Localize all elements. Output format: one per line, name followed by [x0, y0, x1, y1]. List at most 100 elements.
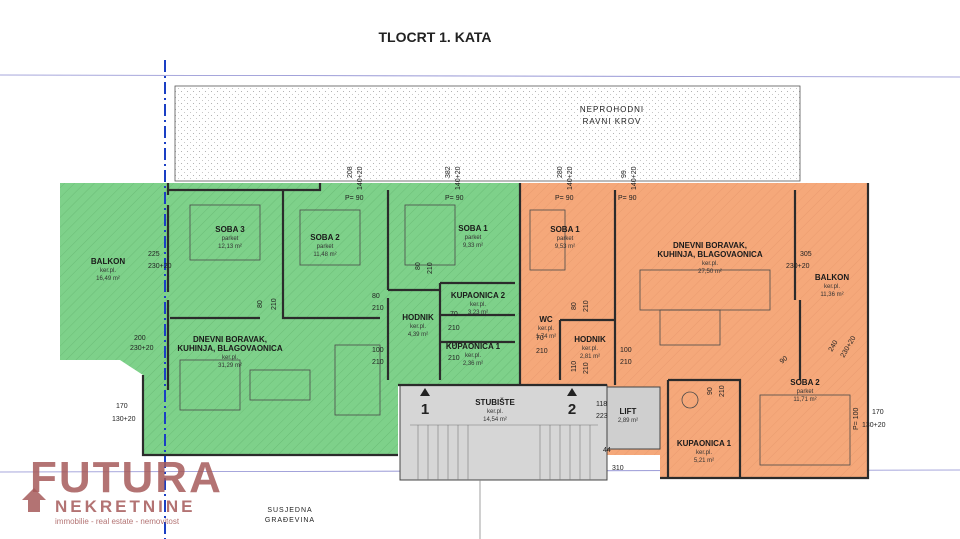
left-kupaonica2-floor: ker.pl.	[470, 302, 486, 308]
left-hodnik-label: HODNIK ker.pl. 4,39 m²	[402, 313, 434, 338]
right-dnevni-floor: ker.pl.	[702, 261, 718, 267]
dim-90-2: 90	[707, 387, 714, 395]
dim-210-7: 210	[536, 348, 548, 355]
right-dnevni-area: 27,50 m²	[698, 269, 722, 275]
dim-200: 200	[134, 335, 146, 342]
lift-area	[606, 386, 661, 450]
dim-305: 305	[800, 251, 812, 258]
dim-208: 208	[347, 166, 354, 178]
dim-225: 225	[148, 251, 160, 258]
dim-210-11: 210	[719, 385, 726, 397]
right-soba1-floor: parket	[557, 236, 574, 242]
dim-70-2: 70	[448, 341, 456, 348]
dim-100-2: 100	[620, 347, 632, 354]
dim-70-1: 70	[450, 311, 458, 318]
left-kupaonica2-name: KUPAONICA 2	[451, 291, 506, 300]
dim-118: 118	[596, 401, 607, 408]
dim-80-3: 80	[415, 262, 422, 270]
dim-p90-1: P= 90	[345, 195, 364, 202]
stair-steps	[410, 424, 598, 480]
right-soba2-label: SOBA 2 parket 11,71 m²	[790, 378, 820, 403]
left-kupaonica1-label: KUPAONICA 1 ker.pl. 2,36 m²	[446, 342, 501, 367]
right-kupaonica1-name: KUPAONICA 1	[677, 439, 732, 448]
dim-230-3: 230+20	[786, 263, 810, 270]
dim-90-1: 90	[779, 355, 790, 365]
left-kupaonica1-area: 2,36 m²	[463, 361, 483, 367]
dim-99: 99	[621, 170, 628, 178]
neighbor-label-2: GRAĐEVINA	[265, 517, 315, 524]
site-line-top	[0, 74, 960, 78]
left-soba2-area: 11,48 m²	[313, 252, 336, 258]
roof-label-2: RAVNI KROV	[583, 117, 642, 126]
right-balkon-floor: ker.pl.	[824, 284, 840, 290]
left-hodnik-name: HODNIK	[402, 313, 434, 322]
plan-title: TLOCRT 1. KATA	[378, 29, 491, 45]
right-kupaonica1-label: KUPAONICA 1 ker.pl. 5,21 m²	[677, 439, 732, 464]
dim-p90-2: P= 90	[445, 195, 464, 202]
dim-240: 240	[828, 339, 840, 353]
company-logo: FUTURA NEKRETNINE immobilie - real estat…	[22, 453, 221, 526]
walls	[141, 183, 870, 480]
left-balkon-floor: ker.pl.	[100, 268, 116, 274]
dim-223: 223	[596, 413, 608, 420]
left-hodnik-floor: ker.pl.	[410, 324, 426, 330]
right-soba1-name: SOBA 1	[550, 225, 580, 234]
right-soba2-floor: parket	[797, 389, 814, 395]
left-dnevni-floor: ker.pl.	[222, 355, 238, 361]
lift-name: LIFT	[620, 407, 637, 416]
left-soba1-label: SOBA 1 parket 9,33 m²	[458, 224, 488, 249]
left-kupaonica2-area: 3,23 m²	[468, 310, 488, 316]
left-dnevni-line1: DNEVNI BORAVAK,	[193, 335, 267, 344]
left-dnevni-label: DNEVNI BORAVAK, KUHINJA, BLAGOVAONICA ke…	[177, 335, 282, 369]
dim-70-3: 70	[536, 335, 544, 342]
stubiste-floor: ker.pl.	[487, 409, 503, 415]
marker-2-arrow	[567, 388, 577, 396]
dim-310: 310	[612, 465, 624, 472]
right-hodnik-floor: ker.pl.	[582, 346, 598, 352]
right-wc-name: WC	[539, 315, 553, 324]
furniture	[179, 204, 851, 466]
right-kupaonica1-floor: ker.pl.	[696, 450, 712, 456]
right-balkon-area: 11,36 m²	[820, 292, 843, 298]
marker-2: 2	[568, 401, 576, 418]
logo-sub: NEKRETNINE	[55, 497, 196, 516]
dim-140-3: 140+20	[567, 166, 574, 190]
dim-210-6: 210	[372, 359, 384, 366]
dim-210-2: 210	[372, 305, 384, 312]
dim-110: 110	[571, 361, 578, 372]
left-soba3-area: 12,13 m²	[218, 244, 242, 250]
left-soba1-area: 9,33 m²	[463, 243, 483, 249]
dim-210-5: 210	[448, 355, 460, 362]
dim-80-1: 80	[257, 300, 264, 308]
stubiste-label: STUBIŠTE ker.pl. 14,54 m²	[475, 398, 515, 423]
dim-p100: P= 100	[853, 408, 860, 430]
dim-140-2: 140+20	[455, 166, 462, 190]
left-soba2-name: SOBA 2	[310, 233, 340, 242]
marker-1-arrow	[420, 388, 430, 396]
right-soba2-area: 11,71 m²	[793, 397, 816, 403]
dim-230-2: 230+20	[130, 345, 154, 352]
right-soba1-area: 9,53 m²	[555, 244, 575, 250]
stubiste-name: STUBIŠTE	[475, 398, 515, 407]
left-dnevni-area: 31,29 m²	[218, 363, 242, 369]
right-wc-floor: ker.pl.	[538, 326, 554, 332]
roof-area	[174, 85, 801, 182]
dim-170-2: 170	[872, 409, 884, 416]
dim-p90-3: P= 90	[555, 195, 574, 202]
left-soba3-label: SOBA 3 parket 12,13 m²	[215, 225, 245, 250]
dim-210-4: 210	[448, 325, 460, 332]
right-soba2-name: SOBA 2	[790, 378, 820, 387]
dim-44: 44	[603, 447, 611, 454]
dimension-labels: P= 90 P= 90 P= 90 P= 90 208 140+20 382 1…	[112, 166, 886, 472]
right-dnevni-label: DNEVNI BORAVAK, KUHINJA, BLAGOVAONICA ke…	[657, 241, 762, 275]
left-kupaonica1-floor: ker.pl.	[465, 353, 481, 359]
dim-382: 382	[445, 166, 452, 178]
dim-210-9: 210	[583, 362, 590, 374]
dim-140-1: 140+20	[357, 166, 364, 190]
left-balkon-label: BALKON ker.pl. 16,49 m²	[91, 257, 125, 282]
right-balkon-name: BALKON	[815, 273, 849, 282]
right-wc-area: 1,74 m²	[536, 334, 556, 340]
right-balkon-label: BALKON ker.pl. 11,36 m²	[815, 273, 849, 298]
left-dnevni-line2: KUHINJA, BLAGOVAONICA	[177, 344, 282, 353]
right-hodnik-area: 2,81 m²	[580, 354, 600, 360]
